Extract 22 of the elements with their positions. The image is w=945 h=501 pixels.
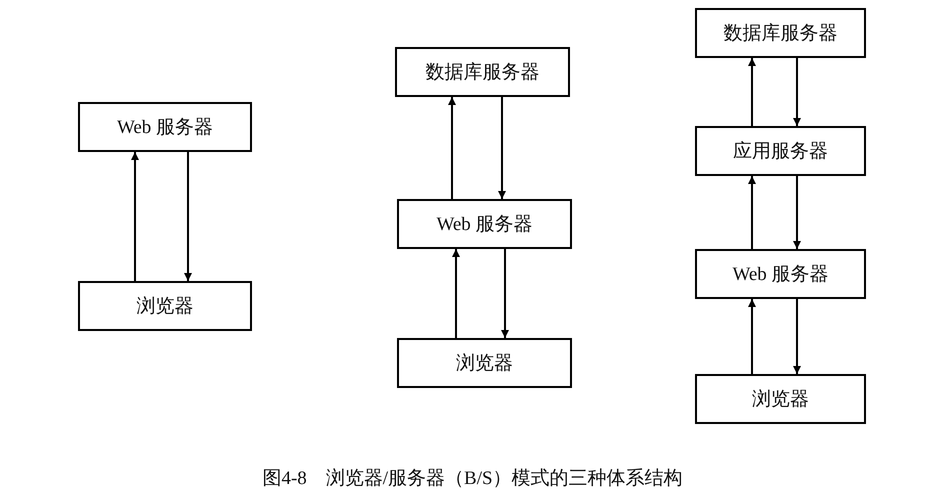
server-box: Web 服务器 — [78, 102, 252, 152]
arrow — [448, 97, 456, 199]
arrow — [184, 152, 192, 281]
server-box: Web 服务器 — [397, 199, 572, 249]
figure-caption: 图4-8 浏览器/服务器（B/S）模式的三种体系结构 — [261, 467, 684, 491]
server-box: 数据库服务器 — [395, 47, 570, 97]
server-box: 应用服务器 — [695, 126, 866, 176]
arrow — [793, 176, 801, 249]
arrow — [748, 58, 756, 126]
arrow — [131, 152, 139, 281]
arrow — [452, 249, 460, 338]
arrow — [793, 299, 801, 374]
server-box: 数据库服务器 — [695, 8, 866, 58]
server-box: 浏览器 — [695, 374, 866, 424]
server-box: Web 服务器 — [695, 249, 866, 299]
arrow — [748, 299, 756, 374]
server-box: 浏览器 — [397, 338, 572, 388]
arrow — [748, 176, 756, 249]
arrow — [501, 249, 509, 338]
arrow — [793, 58, 801, 126]
arrow — [498, 97, 506, 199]
server-box: 浏览器 — [78, 281, 252, 331]
